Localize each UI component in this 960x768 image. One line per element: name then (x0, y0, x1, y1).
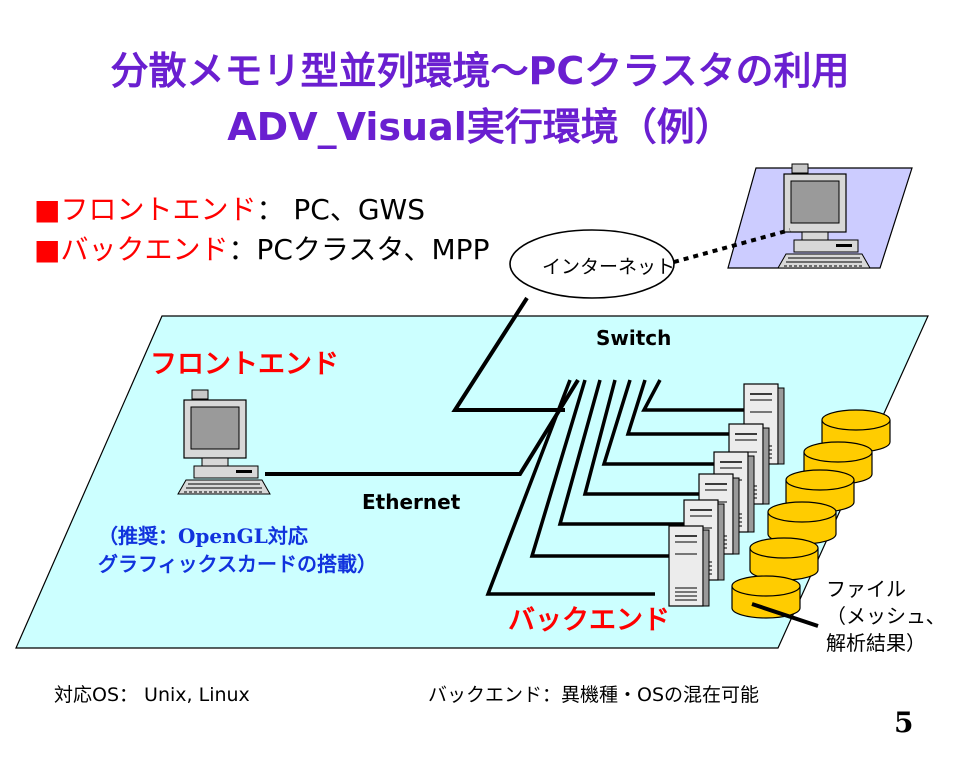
backend-cables (485, 379, 745, 596)
file-note-line: ファイル (826, 577, 906, 601)
bullet-frontend: ■フロントエンド： PC、GWS (34, 196, 425, 224)
bullet-term-backend: バックエンド (60, 233, 229, 266)
frontend-note: （推奨：OpenGL対応 グラフィックスカードの搭載） (98, 522, 377, 578)
file-note-line: 解析結果） (826, 631, 926, 655)
bullet-marker: ■ (34, 193, 61, 226)
switch-label: Switch (596, 326, 672, 350)
bullet-backend: ■バックエンド：PCクラスタ、MPP (34, 236, 489, 264)
bullet-marker: ■ (34, 233, 61, 266)
frontend-note-line: （推奨：OpenGL対応 (98, 524, 308, 548)
bullet-term-frontend: フロントエンド (60, 193, 257, 226)
page-number: 5 (894, 706, 914, 739)
disk-icon (731, 575, 801, 619)
ethernet-label: Ethernet (362, 490, 461, 514)
disk-icon (749, 537, 819, 581)
file-pointer-line (751, 602, 819, 628)
file-note: ファイル （メッシュ、 解析結果） (826, 576, 946, 657)
frontend-label: フロントエンド (150, 349, 339, 380)
file-note-line: （メッシュ、 (826, 604, 946, 628)
server-tower-icon (668, 525, 710, 607)
slide-title-line-1: 分散メモリ型並列環境～PCクラスタの利用 (110, 49, 850, 93)
internet-link-dotted (673, 228, 791, 264)
internet-label: インターネット (542, 256, 676, 278)
bullet-desc-backend: ：PCクラスタ、MPP (228, 233, 490, 266)
slide-title-line-2: ADV_Visual実行環境（例） (227, 105, 733, 149)
bullet-desc-frontend: ： PC、GWS (256, 193, 425, 226)
footer-os-note: 対応OS： Unix, Linux (54, 684, 250, 706)
internet-ellipse (509, 229, 675, 299)
uplink-cable (451, 296, 565, 412)
footer-backend-note: バックエンド：異機種・OSの混在可能 (428, 684, 760, 706)
frontend-note-line: グラフィックスカードの搭載） (98, 552, 377, 576)
backend-label: バックエンド (508, 605, 670, 636)
